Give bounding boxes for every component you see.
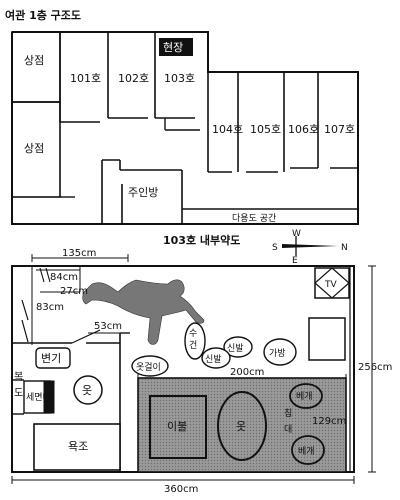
dim-360: 360cm — [164, 484, 198, 495]
room-104-label: 104호 — [212, 123, 243, 136]
dim-135: 135cm — [62, 248, 96, 259]
dim-200: 200cm — [230, 367, 264, 378]
owner-room-label: 주인방 — [128, 186, 158, 199]
room-102-label: 102호 — [118, 72, 149, 85]
floor-plan-title: 여관 1층 구조도 — [5, 8, 81, 22]
compass-south: S — [272, 243, 278, 253]
scene-badge — [159, 38, 193, 56]
bed-char-2: 대 — [284, 424, 292, 435]
toilet-label: 변기 — [41, 352, 61, 365]
hanger-item — [131, 355, 169, 377]
corridor-label-2: 도 — [14, 388, 23, 399]
floor-plan — [11, 31, 359, 225]
washbasin-counter — [43, 380, 55, 414]
shop-bottom-label: 상점 — [24, 142, 44, 155]
room-sketch-title: 103호 내부약도 — [163, 233, 240, 247]
bed-clothes-label: 옷 — [236, 420, 246, 433]
room-105-label: 105호 — [250, 123, 281, 136]
clothes-on-bed — [217, 391, 267, 461]
blanket — [149, 395, 207, 459]
dim-27: 27cm — [60, 286, 88, 297]
dim-83: 83cm — [36, 302, 64, 313]
bathtub-label: 욕조 — [68, 440, 88, 453]
dim-256: 256cm — [358, 362, 392, 373]
room-103-label: 103호 — [164, 72, 195, 85]
room-107-label: 107호 — [324, 123, 355, 136]
tv-icon — [314, 267, 350, 299]
clothes-in-bathroom — [73, 375, 103, 405]
compass-west: W — [292, 229, 301, 239]
cabinet — [308, 317, 346, 361]
slipper-item-2 — [201, 347, 231, 369]
room-106-label: 106호 — [288, 123, 319, 136]
slipper-item-1 — [223, 336, 253, 358]
pillow-top — [289, 383, 323, 409]
hanger-label: 옷걸이 — [136, 362, 161, 373]
scene-badge-label: 현장 — [163, 41, 183, 54]
pillow-label-2: 베개 — [298, 446, 315, 457]
dim-53: 53cm — [94, 321, 122, 332]
bag-item — [263, 338, 297, 366]
compass-needle-icon — [282, 244, 338, 248]
bathroom-clothes-label: 옷 — [82, 384, 92, 397]
washbasin-label: 세면대 — [26, 392, 51, 403]
body-outline-icon — [82, 279, 205, 345]
corridor-label-1: 복 — [14, 371, 23, 383]
tv-label: TV — [324, 280, 337, 290]
towel-item — [184, 322, 206, 360]
compass: S N W E — [272, 229, 348, 266]
dim-84: 84cm — [50, 272, 78, 283]
dim-129: 129cm — [312, 416, 346, 427]
compass-east: E — [292, 256, 298, 266]
slipper-label-2: 신발 — [205, 354, 222, 365]
shared-space-label: 다용도 공간 — [232, 213, 276, 224]
pillow-bottom — [291, 435, 325, 465]
toilet — [35, 347, 71, 369]
shop-bottom-room — [11, 101, 61, 198]
shop-top-label: 상점 — [24, 54, 44, 67]
towel-label-1: 수 — [189, 328, 197, 339]
blanket-label: 이불 — [167, 420, 187, 433]
bag-label: 가방 — [269, 348, 286, 359]
pillow-label-1: 베개 — [296, 391, 313, 402]
bed-char-1: 침 — [284, 408, 292, 419]
shop-top-room — [11, 31, 61, 103]
compass-north: N — [341, 243, 348, 253]
towel-label-2: 건 — [189, 340, 197, 351]
bathtub — [33, 423, 121, 471]
slipper-label-1: 신발 — [227, 343, 244, 354]
room-101-label: 101호 — [70, 72, 101, 85]
